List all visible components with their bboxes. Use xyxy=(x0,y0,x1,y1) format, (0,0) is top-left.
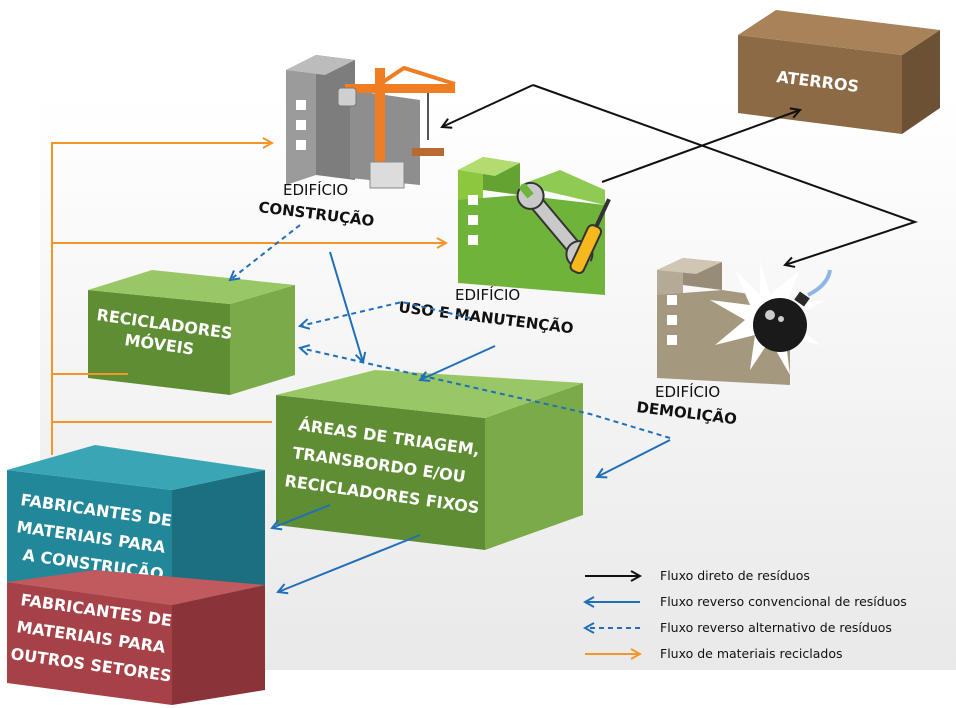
fab-outros-box: FABRICANTES DE MATERIAIS PARA OUTROS SET… xyxy=(7,570,265,705)
legend-alternative: Fluxo reverso alternativo de resíduos xyxy=(660,620,892,635)
fab-construcao-box: FABRICANTES DE MATERIAIS PARA A CONSTRUÇ… xyxy=(7,445,265,605)
uso-line1: EDIFÍCIO xyxy=(455,285,520,304)
construcao-line1: EDIFÍCIO xyxy=(283,180,348,199)
legend: Fluxo direto de resíduos Fluxo reverso c… xyxy=(585,568,907,661)
recycled-flow-arrows xyxy=(51,143,446,455)
reverse-alternative-arrows xyxy=(230,224,671,439)
recicladores-moveis-box: RECICLADORES MÓVEIS xyxy=(88,270,295,395)
direct-flow-arrows xyxy=(442,84,919,265)
aterros-box: ATERROS xyxy=(738,10,940,134)
legend-direct: Fluxo direto de resíduos xyxy=(660,568,810,583)
reverse-conventional-arrows xyxy=(272,251,671,592)
areas-triagem-box: ÁREAS DE TRIAGEM, TRANSBORDO E/OU RECICL… xyxy=(276,370,583,550)
screwdriver-icon xyxy=(569,198,611,275)
demolicao-line1: EDIFÍCIO xyxy=(655,382,720,401)
bomb-icon xyxy=(753,298,807,352)
legend-recycled: Fluxo de materiais reciclados xyxy=(660,646,842,661)
legend-conventional: Fluxo reverso convencional de resíduos xyxy=(660,594,907,609)
building-uso xyxy=(458,157,611,295)
building-construcao xyxy=(286,55,456,189)
building-demolicao xyxy=(657,258,832,385)
